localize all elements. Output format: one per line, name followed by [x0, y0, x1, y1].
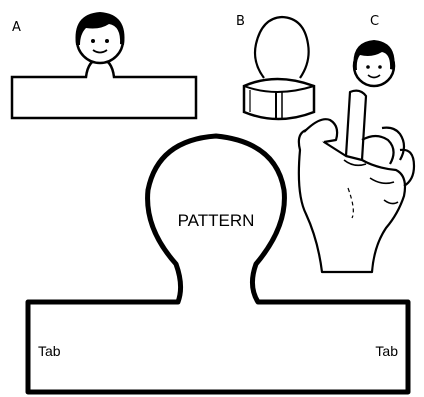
figure-a-head-icon — [75, 12, 125, 65]
tab-right-label: Tab — [375, 343, 398, 359]
tab-left-label: Tab — [38, 343, 61, 359]
figure-b-label: B — [236, 14, 245, 29]
pattern-outline — [25, 133, 411, 395]
figure-a: A — [10, 12, 198, 120]
pattern: PATTERN Tab Tab — [25, 133, 411, 395]
figure-c: C — [297, 14, 416, 274]
figure-a-label: A — [12, 20, 21, 35]
figure-c-label: C — [370, 14, 379, 29]
figure-c-puppet-head-icon — [352, 40, 396, 88]
hand-icon — [297, 89, 416, 274]
pattern-title: PATTERN — [178, 211, 255, 230]
figure-b-tube — [242, 77, 316, 121]
figure-b-head-outline — [253, 15, 310, 79]
figure-a-cutout — [10, 56, 198, 120]
figure-b: B — [236, 14, 316, 121]
